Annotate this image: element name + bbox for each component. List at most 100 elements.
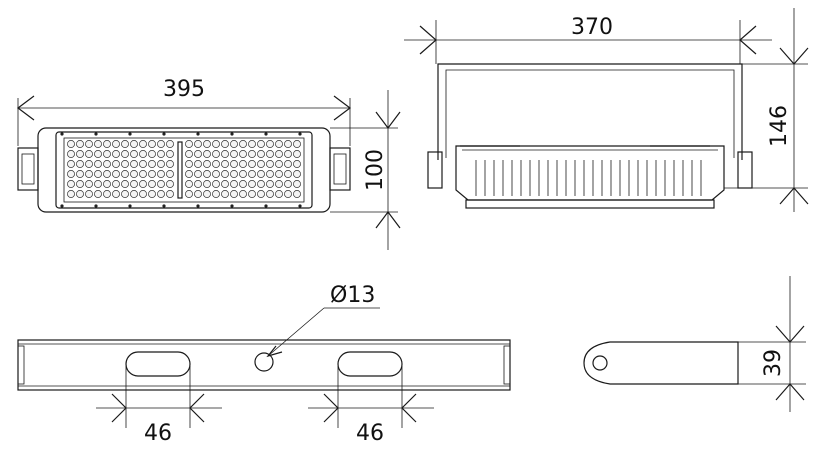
led xyxy=(130,190,138,198)
led xyxy=(121,190,129,198)
led xyxy=(239,170,247,178)
screw xyxy=(128,132,132,136)
led xyxy=(194,180,202,188)
led xyxy=(121,160,129,168)
led xyxy=(166,170,174,178)
led xyxy=(103,180,111,188)
led xyxy=(121,140,129,148)
led xyxy=(148,180,156,188)
screw xyxy=(230,132,234,136)
led xyxy=(103,170,111,178)
led xyxy=(266,160,274,168)
led xyxy=(85,150,93,158)
led xyxy=(275,170,283,178)
led xyxy=(257,180,265,188)
hole-diameter-label: Ø13 xyxy=(330,283,375,308)
led xyxy=(293,160,301,168)
led xyxy=(275,150,283,158)
screw xyxy=(298,132,302,136)
led xyxy=(230,140,238,148)
side-height-label: 146 xyxy=(767,105,792,147)
led xyxy=(239,180,247,188)
led xyxy=(130,160,138,168)
led xyxy=(85,160,93,168)
bracket-side-view xyxy=(583,341,739,385)
led xyxy=(103,190,111,198)
led xyxy=(94,190,102,198)
screw xyxy=(94,204,98,208)
led xyxy=(166,160,174,168)
led xyxy=(112,190,120,198)
screw xyxy=(94,132,98,136)
led xyxy=(130,140,138,148)
led xyxy=(94,170,102,178)
led xyxy=(257,160,265,168)
led xyxy=(139,180,147,188)
led xyxy=(185,180,193,188)
led xyxy=(248,140,256,148)
front-view xyxy=(17,127,351,213)
screw xyxy=(196,204,200,208)
led xyxy=(139,140,147,148)
led xyxy=(76,180,84,188)
led xyxy=(212,180,220,188)
side-view xyxy=(427,63,753,209)
led xyxy=(230,160,238,168)
led xyxy=(130,150,138,158)
led xyxy=(257,140,265,148)
led xyxy=(230,150,238,158)
screw xyxy=(60,204,64,208)
led xyxy=(121,170,129,178)
front-width-label: 395 xyxy=(163,77,205,102)
led xyxy=(166,190,174,198)
led xyxy=(275,160,283,168)
led xyxy=(67,160,75,168)
led xyxy=(194,170,202,178)
led xyxy=(266,180,274,188)
led xyxy=(284,160,292,168)
led xyxy=(221,180,229,188)
dimension-slot-right: 46 xyxy=(308,366,434,446)
led xyxy=(212,160,220,168)
led xyxy=(212,190,220,198)
dimension-slot-left: 46 xyxy=(96,366,222,446)
led xyxy=(157,140,165,148)
front-height-label: 100 xyxy=(363,149,388,191)
led xyxy=(157,190,165,198)
led xyxy=(166,180,174,188)
led xyxy=(157,180,165,188)
bracket-hole xyxy=(592,355,608,371)
led xyxy=(230,180,238,188)
led xyxy=(257,170,265,178)
dimension-side-width: 370 xyxy=(404,15,772,64)
led xyxy=(185,150,193,158)
led xyxy=(293,170,301,178)
led xyxy=(212,150,220,158)
led xyxy=(76,170,84,178)
led xyxy=(185,160,193,168)
led xyxy=(67,180,75,188)
screw xyxy=(196,132,200,136)
led xyxy=(221,140,229,148)
led-array xyxy=(60,132,302,208)
led xyxy=(94,160,102,168)
screw xyxy=(162,132,166,136)
led xyxy=(85,180,93,188)
screw xyxy=(128,204,132,208)
led xyxy=(203,140,211,148)
screw xyxy=(60,132,64,136)
led xyxy=(221,160,229,168)
bracket-top-view xyxy=(17,339,511,391)
led xyxy=(203,160,211,168)
led xyxy=(85,170,93,178)
led xyxy=(148,170,156,178)
screw xyxy=(162,204,166,208)
dimension-front-width: 395 xyxy=(17,77,351,146)
led xyxy=(239,190,247,198)
led xyxy=(275,140,283,148)
led xyxy=(293,140,301,148)
led xyxy=(94,140,102,148)
led xyxy=(203,170,211,178)
led xyxy=(221,150,229,158)
